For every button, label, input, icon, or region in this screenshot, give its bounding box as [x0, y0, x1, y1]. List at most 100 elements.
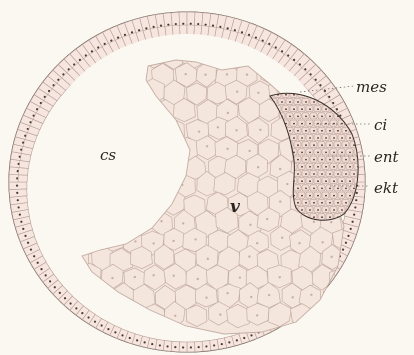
entoderm-nucleus — [321, 202, 323, 204]
yolk-granule — [259, 129, 261, 131]
label-ent: ent — [374, 148, 400, 166]
entoderm-nucleus — [297, 116, 299, 118]
entoderm-nucleus — [321, 144, 323, 146]
entoderm-nucleus — [333, 180, 335, 182]
entoderm-nucleus — [353, 159, 355, 161]
entoderm-nucleus — [313, 202, 315, 204]
cell-nucleus — [94, 321, 96, 323]
yolk-granule — [226, 292, 228, 294]
cell-nucleus — [182, 346, 184, 348]
cell-nucleus — [166, 345, 168, 347]
yolk-granule — [257, 166, 259, 168]
entoderm-nucleus — [301, 137, 303, 139]
entoderm-nucleus — [301, 209, 303, 211]
cell-nucleus — [255, 36, 257, 38]
yolk-granule — [172, 240, 174, 242]
entoderm-nucleus — [333, 195, 335, 197]
cell-nucleus — [81, 312, 83, 314]
entoderm-nucleus — [297, 188, 299, 190]
cell-nucleus — [159, 344, 161, 346]
yolk-granule — [266, 218, 268, 220]
entoderm-nucleus — [349, 180, 351, 182]
cell-nucleus — [59, 292, 61, 294]
cell-nucleus — [241, 31, 243, 33]
yolk-granule — [182, 222, 184, 224]
entoderm-nucleus — [321, 173, 323, 175]
entoderm-nucleus — [349, 137, 351, 139]
entoderm-nucleus — [309, 123, 311, 125]
cell-nucleus — [198, 346, 200, 348]
entoderm-nucleus — [333, 209, 335, 211]
yolk-granule — [204, 73, 206, 75]
entoderm-nucleus — [317, 152, 319, 154]
entoderm-nucleus — [329, 116, 331, 118]
entoderm-nucleus — [313, 116, 315, 118]
entoderm-nucleus — [321, 130, 323, 132]
cell-nucleus — [353, 214, 355, 216]
entoderm-nucleus — [305, 173, 307, 175]
entoderm-nucleus — [325, 195, 327, 197]
yolk-granule — [217, 126, 219, 128]
entoderm-nucleus — [305, 116, 307, 118]
yolk-granule — [134, 276, 136, 278]
cell-nucleus — [234, 29, 236, 31]
entoderm-nucleus — [341, 166, 343, 168]
yolk-granule — [235, 129, 237, 131]
entoderm-nucleus — [305, 188, 307, 190]
entoderm-nucleus — [305, 202, 307, 204]
yolk-granule — [152, 242, 154, 244]
label-v: v — [230, 197, 241, 217]
cell-nucleus — [24, 235, 26, 237]
cell-nucleus — [37, 262, 39, 264]
yolk-granule — [174, 315, 176, 317]
label-cs: cs — [100, 146, 116, 164]
yolk-granule — [256, 314, 258, 316]
entoderm-nucleus — [329, 173, 331, 175]
cell-nucleus — [354, 206, 356, 208]
entoderm-nucleus — [317, 209, 319, 211]
yolk-granule — [310, 294, 312, 296]
entoderm-nucleus — [333, 137, 335, 139]
entoderm-nucleus — [293, 123, 295, 125]
entoderm-nucleus — [345, 144, 347, 146]
entoderm-nucleus — [329, 130, 331, 132]
entoderm-nucleus — [305, 144, 307, 146]
entoderm-nucleus — [329, 188, 331, 190]
entoderm-nucleus — [289, 130, 291, 132]
cell-nucleus — [243, 337, 245, 339]
yolk-granule — [160, 220, 162, 222]
cell-nucleus — [129, 337, 131, 339]
entoderm-nucleus — [297, 173, 299, 175]
entoderm-nucleus — [289, 101, 291, 103]
entoderm-nucleus — [345, 173, 347, 175]
entoderm-nucleus — [301, 180, 303, 182]
cell-nucleus — [228, 341, 230, 343]
cell-nucleus — [190, 346, 192, 348]
yolk-granule — [226, 148, 228, 150]
yolk-granule — [286, 183, 288, 185]
yolk-granule — [281, 237, 283, 239]
cell-nucleus — [160, 25, 162, 27]
yolk-granule — [207, 258, 209, 260]
cell-nucleus — [87, 316, 89, 318]
entoderm-nucleus — [353, 144, 355, 146]
label-ci: ci — [374, 116, 387, 134]
yolk-granule — [248, 255, 250, 257]
entoderm-nucleus — [317, 137, 319, 139]
entoderm-nucleus — [325, 166, 327, 168]
entoderm-nucleus — [297, 159, 299, 161]
entoderm-nucleus — [353, 188, 355, 190]
entoderm-nucleus — [329, 202, 331, 204]
yolk-granule — [298, 242, 300, 244]
cell-nucleus — [124, 34, 126, 36]
entoderm-nucleus — [337, 173, 339, 175]
entoderm-nucleus — [349, 152, 351, 154]
entoderm-nucleus — [297, 101, 299, 103]
entoderm-nucleus — [285, 108, 287, 110]
entoderm-nucleus — [301, 195, 303, 197]
yolk-granule — [227, 112, 229, 114]
cell-nucleus — [342, 248, 344, 250]
entoderm-nucleus — [341, 137, 343, 139]
yolk-granule — [173, 275, 175, 277]
